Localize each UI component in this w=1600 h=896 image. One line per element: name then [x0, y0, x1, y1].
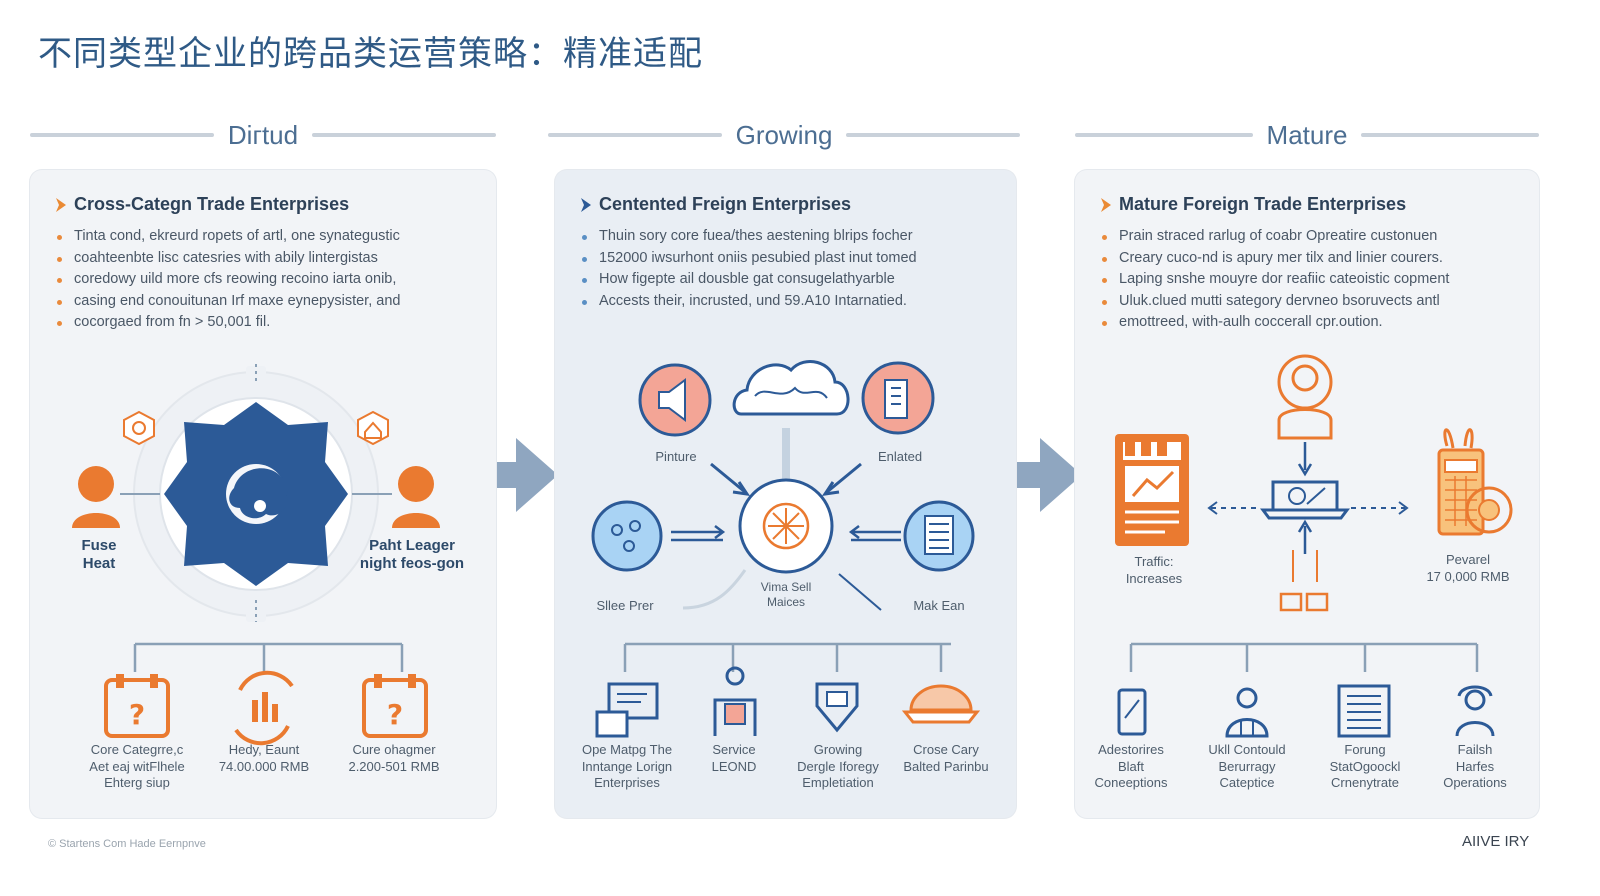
document-badge-icon: [861, 361, 935, 435]
bullet-item: emottreed, with-aulh coccerall cpr.outio…: [1101, 312, 1449, 334]
question-calendar-icon: ?: [104, 674, 170, 738]
bullet-item: Creary cuco-nd is apury mer tilx and lin…: [1101, 248, 1449, 270]
bullet-item: Uluk.clued mutti sategory dervneo bsoruv…: [1101, 291, 1449, 313]
growing-diagram: [591, 360, 981, 738]
flow-label-left: Traffic:Increases: [1125, 554, 1183, 586]
bullet-item: coahteenbte lisc catesries with abily li…: [56, 248, 400, 270]
stage-label: Diгtud: [227, 119, 299, 150]
panel-title-text: Mature Foreign Trade Enterprises: [1119, 194, 1407, 214]
bullet-item: Prain straced rarlug of coabr Opreatire …: [1101, 226, 1449, 248]
question-calendar-icon: ?: [362, 674, 428, 738]
stage-header-1: Diгtud: [30, 118, 496, 152]
person-icon: [392, 466, 440, 528]
network-hub-icon: [762, 502, 810, 550]
footer-brand: AIIVE IRY: [1462, 833, 1530, 850]
bullet-item: How figepte ail dousble gat consugelathy…: [582, 269, 917, 291]
bullet-item: cocorgaed from fn > 50,001 fil.: [56, 312, 400, 334]
user-profile-icon: [1277, 354, 1333, 440]
bullet-item: Tinta cond, ekreurd ropets of artl, one …: [56, 226, 400, 248]
page-title: 不同类型企业的跨品类运营策略：精准适配: [38, 34, 703, 74]
chevron-right-icon: [581, 197, 591, 212]
panel-title: Centented Freign Enterprises: [579, 194, 851, 215]
panel-title-text: Cross-Categn Trade Enterprises: [74, 194, 350, 214]
bullet-item: 152000 iwsurhont oniis pesubied plast in…: [582, 248, 917, 270]
bullet-item: Accests their, incrusted, und 59.A10 Int…: [582, 291, 917, 313]
panel-startup: Cross-Categn Trade Enterprises Tinta con…: [30, 170, 496, 818]
arrow-boxes-icon: [1279, 550, 1329, 612]
stage-label: Mature: [1266, 119, 1348, 150]
stage-label: Growing: [735, 119, 833, 150]
stage-header-2: Growing: [548, 118, 1021, 152]
target-badge-icon: [123, 410, 155, 446]
stage-arrow-icon: [480, 438, 558, 512]
laptop-analytics-icon: [1260, 480, 1350, 520]
svg-text:?: ?: [387, 698, 403, 731]
bullet-item: casing end conouitunan Irf maxe eynepysi…: [56, 291, 400, 313]
bullet-item: Laping snshe mouyre dor reafiic cateoist…: [1101, 269, 1449, 291]
chevron-right-icon: [56, 197, 66, 212]
megaphone-icon: [638, 363, 712, 437]
hub-label: Mak Ean: [913, 598, 965, 613]
footer-credit: © Startens Com Hade Eernpnve: [48, 838, 206, 850]
hub-label: Sllee Prer: [596, 598, 654, 613]
cloud-map-icon: [732, 360, 850, 416]
people-network-icon: [591, 500, 663, 572]
person-icon: [72, 466, 120, 528]
operator-person-icon: [1455, 685, 1495, 737]
stage-header-3: Mature: [1075, 118, 1540, 152]
hub-label: Pinture: [655, 449, 697, 464]
tablet-icon: [1117, 688, 1147, 736]
startup-diagram: ? ?: [72, 364, 440, 746]
refresh-chart-icon: [234, 670, 294, 746]
panel-bullets: Tinta cond, ekreurd ropets of artl, one …: [56, 226, 400, 334]
service-person-icon: [713, 666, 757, 736]
panel-title: Mature Foreign Trade Enterprises: [1099, 194, 1406, 215]
shop-card-icon: [1115, 434, 1189, 546]
panel-title-text: Centented Freign Enterprises: [599, 194, 852, 214]
bullet-item: coredowy uild more cfs reowing recoino i…: [56, 269, 400, 291]
report-document-icon: [1337, 684, 1391, 738]
panel-mature: Mature Foreign Trade Enterprises Prain s…: [1075, 170, 1539, 818]
svg-text:?: ?: [129, 698, 145, 731]
mature-diagram: [1115, 354, 1513, 738]
list-document-icon: [903, 500, 975, 572]
panel-growing: Centented Freign Enterprises Thuin sory …: [555, 170, 1016, 818]
computer-desk-icon: [595, 682, 659, 738]
house-badge-icon: [357, 410, 389, 446]
stage-arrow-icon: [1004, 438, 1082, 512]
bullet-item: Thuin sory core fuea/thes aestening blri…: [582, 226, 917, 248]
manager-person-icon: [1225, 687, 1269, 738]
dome-hat-icon: [901, 684, 981, 724]
hub-label: Enlated: [877, 449, 923, 464]
shield-device-icon: [815, 682, 859, 733]
panel-bullets: Prain straced rarlug of coabr Opreatire …: [1101, 226, 1449, 334]
panel-bullets: Thuin sory core fuea/thes aestening blri…: [582, 226, 917, 313]
panel-title: Cross-Categn Trade Enterprises: [54, 194, 349, 215]
calculator-rabbit-icon: [1437, 428, 1513, 536]
chevron-right-icon: [1101, 197, 1111, 212]
